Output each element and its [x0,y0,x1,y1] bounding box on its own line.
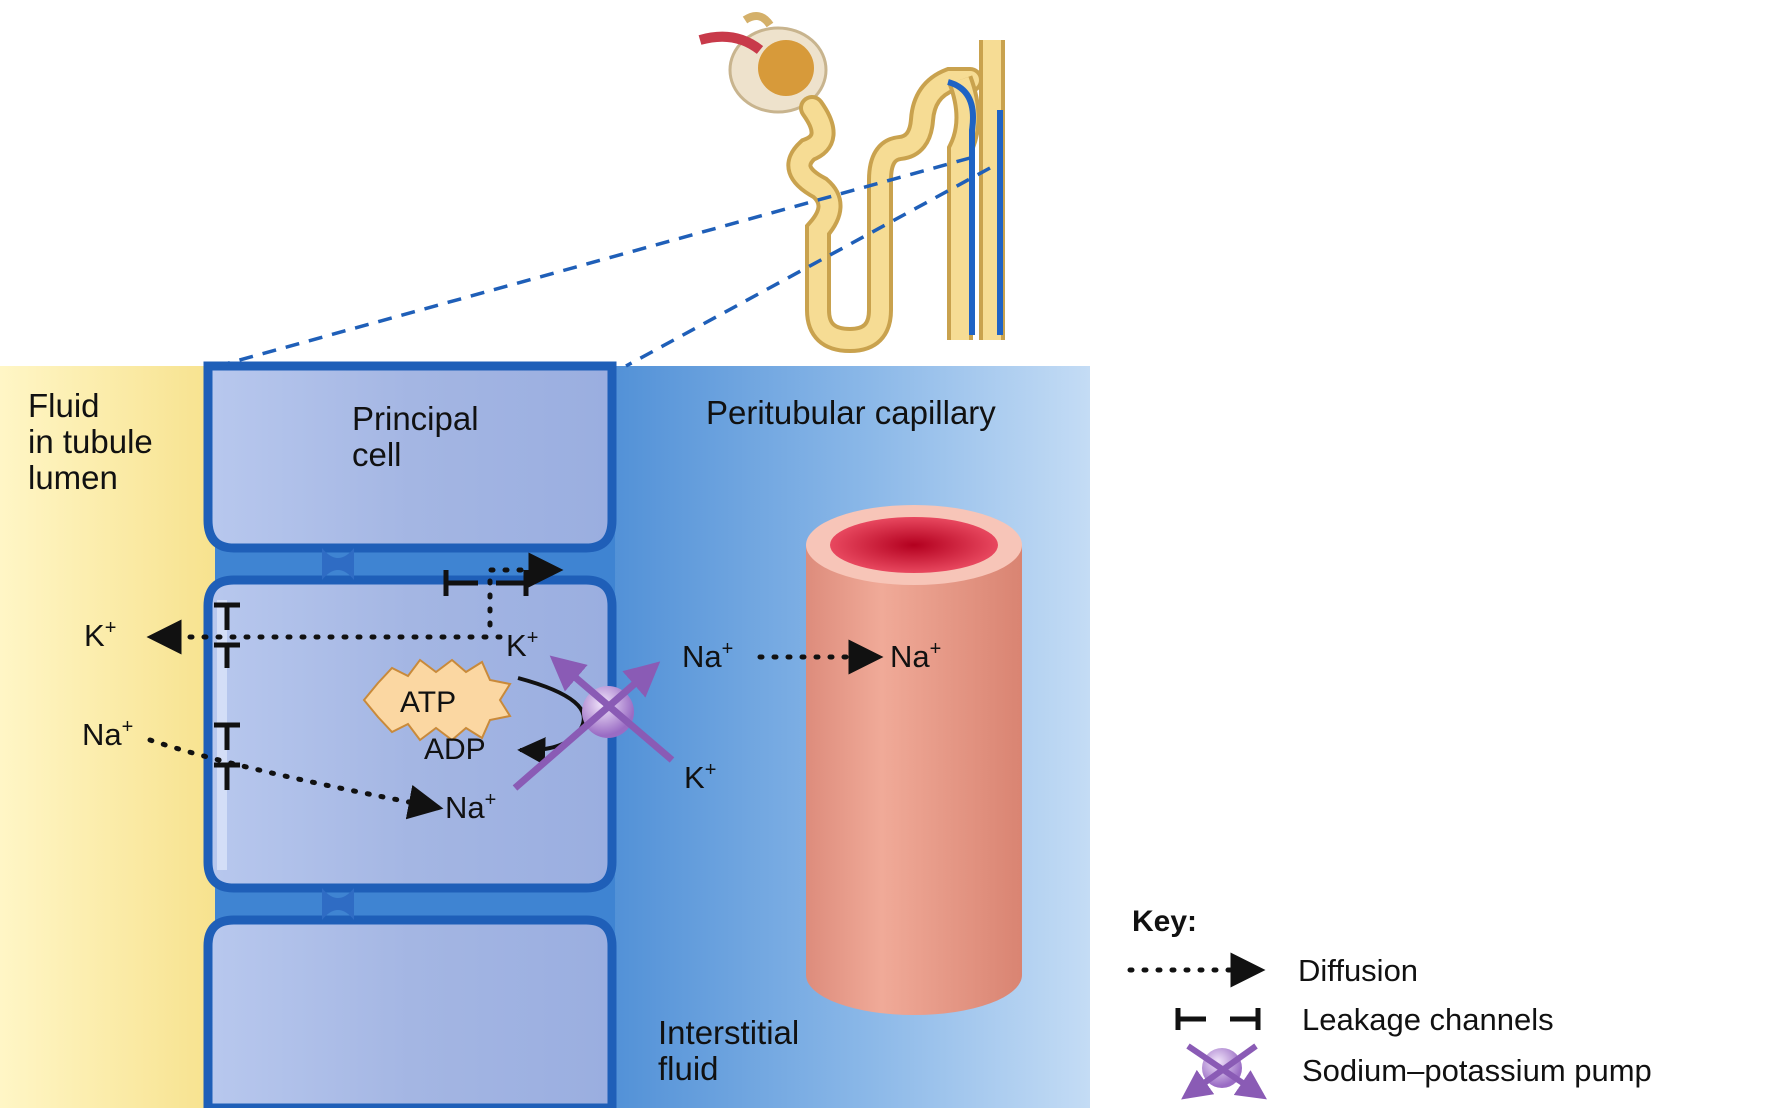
diffusion-arrow-na-into-cell [147,737,444,820]
ion-na-interstitial: Na+ [682,638,733,674]
lumen-label-line3: lumen [28,459,118,496]
sodium-potassium-pump [512,655,675,791]
ion-k-lumen: K+ [84,617,116,653]
ion-k-interstitial: K+ [684,759,716,795]
leakage-channel-apical-k [214,602,240,668]
tubule-lumen-region [0,366,215,1108]
adp-label: ADP [424,733,486,766]
upper-cell [203,361,617,553]
tight-junction-upper [322,548,354,580]
interstitial-label-line2: fluid [658,1050,719,1087]
atp-label: ATP [400,686,456,719]
ion-na-cell: Na+ [445,789,496,825]
leakage-channel-apical-na [214,722,240,790]
zoom-line-right [625,166,991,368]
tight-junction-lower [322,888,354,920]
principal-cell-label-line2: cell [352,436,402,473]
ion-na-capillary: Na+ [890,638,941,674]
key-title: Key: [1132,905,1197,938]
lumen-label-line1: Fluid [28,387,100,424]
key-leakage-label: Leakage channels [1302,1002,1554,1037]
principal-cell [203,575,617,893]
key-pump-label: Sodium–potassium pump [1302,1053,1652,1088]
principal-cell-label-line1: Principal [352,400,479,437]
atp-burst-icon [362,658,512,742]
ion-na-lumen: Na+ [82,716,133,752]
ion-k-cell: K+ [506,627,538,663]
leakage-channel-basolateral-k [443,570,529,596]
zoom-line-left [217,156,971,368]
capillary-label: Peritubular capillary [706,394,996,431]
interstitial-label-line1: Interstitial [658,1014,799,1051]
key-legend: Key: Diffusion Leakage channels Sodium–p… [1127,905,1652,1100]
key-diffusion-label: Diffusion [1298,953,1418,988]
key-leakage-icon [1175,1008,1261,1030]
peritubular-capillary [806,505,1022,1015]
lumen-label-line2: in tubule [28,423,153,460]
key-pump-icon [1181,1043,1267,1100]
nephron-illustration [698,12,1005,354]
diffusion-arrow-k-to-interstitial [487,552,564,628]
lower-cell [203,915,617,1108]
